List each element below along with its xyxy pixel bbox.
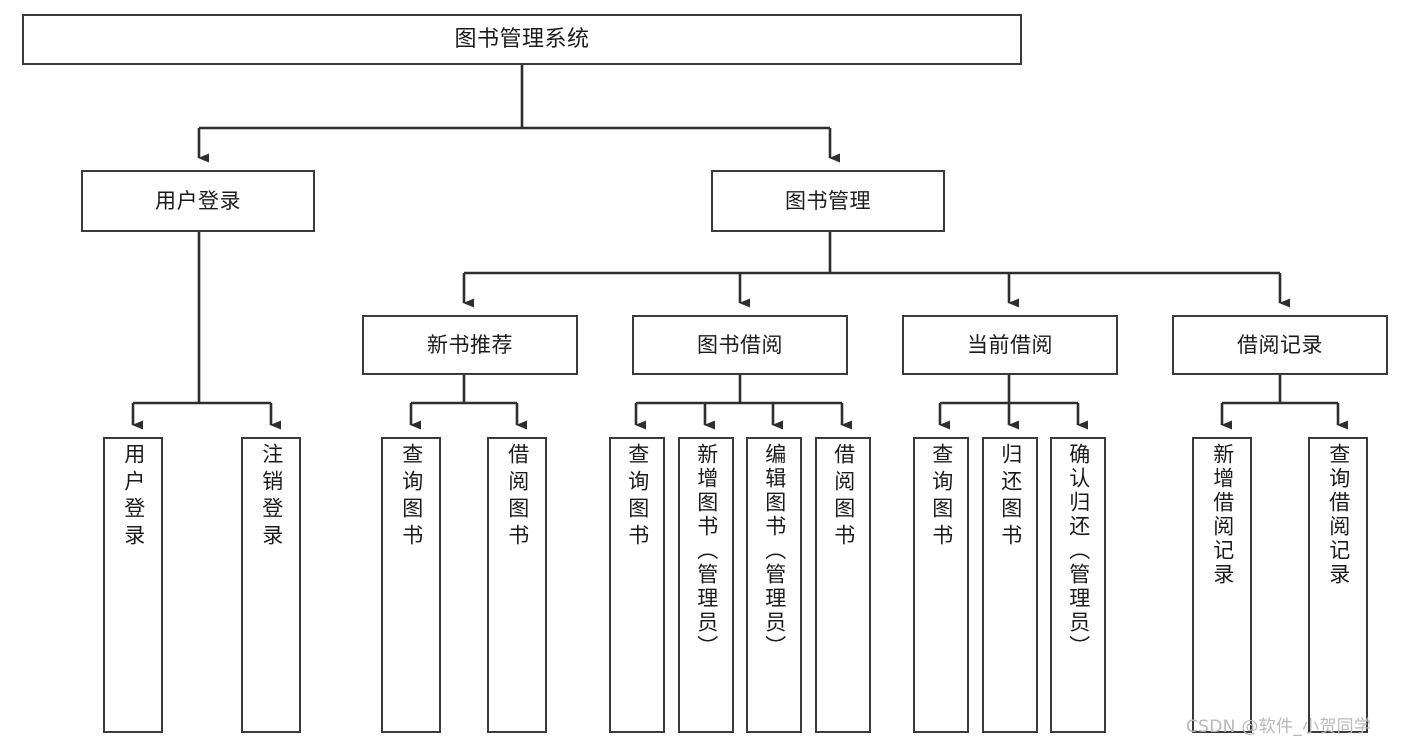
node-new-book-recommend[interactable]: 新书推荐 <box>362 315 578 375</box>
node-book-management-system[interactable]: 图书管理系统 <box>22 14 1022 65</box>
node-leaf-borrow-book[interactable]: 借阅图书 <box>815 437 871 733</box>
node-label: 查询图书 <box>625 443 650 551</box>
csdn-watermark: CSDN @软件_小贺同学 <box>1186 717 1372 737</box>
node-label: 编辑图书（管理员） <box>762 443 787 659</box>
node-label: 新增图书（管理员） <box>694 443 719 659</box>
node-label: 图书借阅 <box>697 332 783 357</box>
node-book-borrow[interactable]: 图书借阅 <box>632 315 848 375</box>
node-current-borrow[interactable]: 当前借阅 <box>902 315 1118 375</box>
node-label: 图书管理系统 <box>454 26 590 52</box>
node-label: 当前借阅 <box>967 332 1053 357</box>
node-label: 用户登录 <box>155 188 241 213</box>
node-label: 注销登录 <box>259 443 284 551</box>
node-label: 查询图书 <box>929 443 954 551</box>
node-leaf-edit-book[interactable]: 编辑图书（管理员） <box>746 437 802 733</box>
node-label: 查询借阅记录 <box>1326 443 1351 587</box>
node-book-management[interactable]: 图书管理 <box>711 170 945 232</box>
node-leaf-query-borrow-record[interactable]: 查询借阅记录 <box>1308 437 1368 733</box>
node-leaf-logout-login[interactable]: 注销登录 <box>241 437 301 733</box>
node-label: 查询图书 <box>399 443 424 551</box>
node-leaf-query-book-recommend[interactable]: 查询图书 <box>381 437 441 733</box>
node-label: 借阅图书 <box>505 443 530 551</box>
node-label: 图书管理 <box>785 188 871 213</box>
node-leaf-add-book[interactable]: 新增图书（管理员） <box>678 437 734 733</box>
node-leaf-borrow-book-recommend[interactable]: 借阅图书 <box>487 437 547 733</box>
node-label: 确认归还（管理员） <box>1066 443 1091 659</box>
node-label: 借阅图书 <box>831 443 856 551</box>
node-label: 用户登录 <box>121 443 146 551</box>
node-label: 新增借阅记录 <box>1210 443 1235 587</box>
node-leaf-confirm-return[interactable]: 确认归还（管理员） <box>1050 437 1106 733</box>
node-leaf-query-book-current[interactable]: 查询图书 <box>913 437 969 733</box>
node-borrow-record[interactable]: 借阅记录 <box>1172 315 1388 375</box>
node-leaf-add-borrow-record[interactable]: 新增借阅记录 <box>1192 437 1252 733</box>
node-label: 归还图书 <box>998 443 1023 551</box>
node-leaf-query-book-borrow[interactable]: 查询图书 <box>609 437 665 733</box>
node-leaf-user-login[interactable]: 用户登录 <box>103 437 163 733</box>
node-user-login[interactable]: 用户登录 <box>81 170 315 232</box>
node-leaf-return-book[interactable]: 归还图书 <box>982 437 1038 733</box>
node-label: 借阅记录 <box>1237 332 1323 357</box>
node-label: 新书推荐 <box>427 332 513 357</box>
